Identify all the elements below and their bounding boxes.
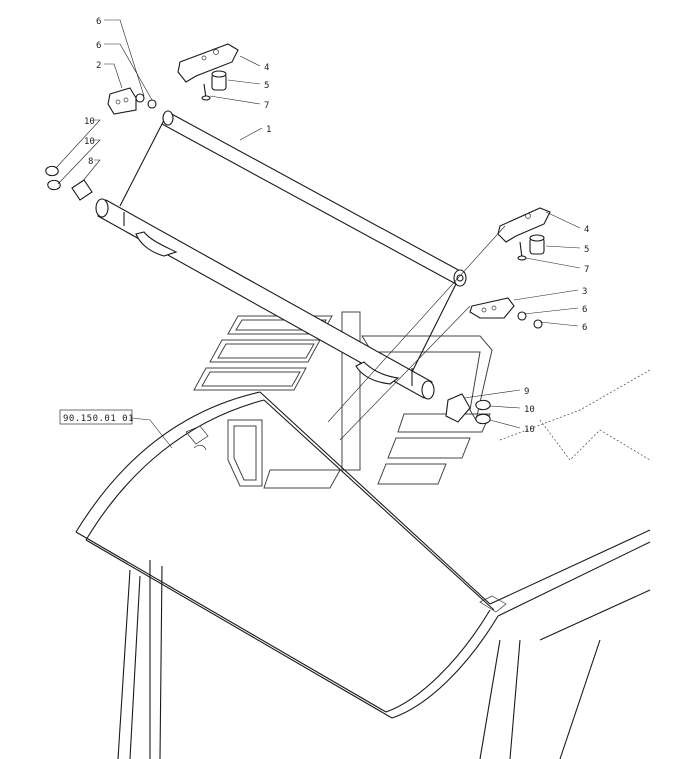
callout-5: 5 — [264, 81, 269, 91]
upper-right-bracket — [497, 207, 551, 243]
callout-10: 10 — [524, 405, 535, 415]
leader-lines — [55, 19, 581, 449]
callout-10: 10 — [84, 117, 95, 127]
callout-10: 10 — [524, 425, 535, 435]
reference-box-text: 90.150.01 01 — [63, 414, 134, 424]
callout-9: 9 — [524, 387, 529, 397]
left-clip — [71, 179, 93, 201]
upper-right-bolt — [517, 241, 527, 261]
upper-left-bracket — [177, 43, 239, 83]
callout-6: 6 — [96, 17, 101, 27]
right-clip — [445, 393, 471, 423]
sun-blind-roller — [95, 110, 467, 400]
callout-1: 1 — [266, 125, 271, 135]
left-screws — [135, 93, 157, 109]
callout-3: 3 — [582, 287, 587, 297]
callout-2: 2 — [96, 61, 101, 71]
callouts: 6 6 2 10 10 8 4 5 7 1 4 5 7 3 6 6 9 10 1… — [84, 17, 589, 435]
left-side-bracket — [107, 87, 137, 115]
callout-7: 7 — [584, 265, 589, 275]
callout-6: 6 — [582, 305, 587, 315]
right-side-bracket — [469, 297, 515, 319]
callout-6: 6 — [96, 41, 101, 51]
callout-5: 5 — [584, 245, 589, 255]
reference-box: 90.150.01 01 — [59, 409, 134, 425]
callout-4: 4 — [584, 225, 589, 235]
upper-right-spacer — [529, 234, 545, 255]
callout-6: 6 — [582, 323, 587, 333]
right-screws — [517, 311, 543, 329]
callout-8: 8 — [88, 157, 93, 167]
right-knobs — [475, 399, 491, 425]
callout-7: 7 — [264, 101, 269, 111]
callout-10: 10 — [84, 137, 95, 147]
callout-4: 4 — [264, 63, 269, 73]
watermark-logo — [193, 311, 493, 489]
upper-left-bolt — [201, 83, 211, 101]
left-knobs — [45, 165, 61, 191]
cab-roof — [75, 369, 651, 759]
upper-left-spacer — [211, 70, 227, 91]
